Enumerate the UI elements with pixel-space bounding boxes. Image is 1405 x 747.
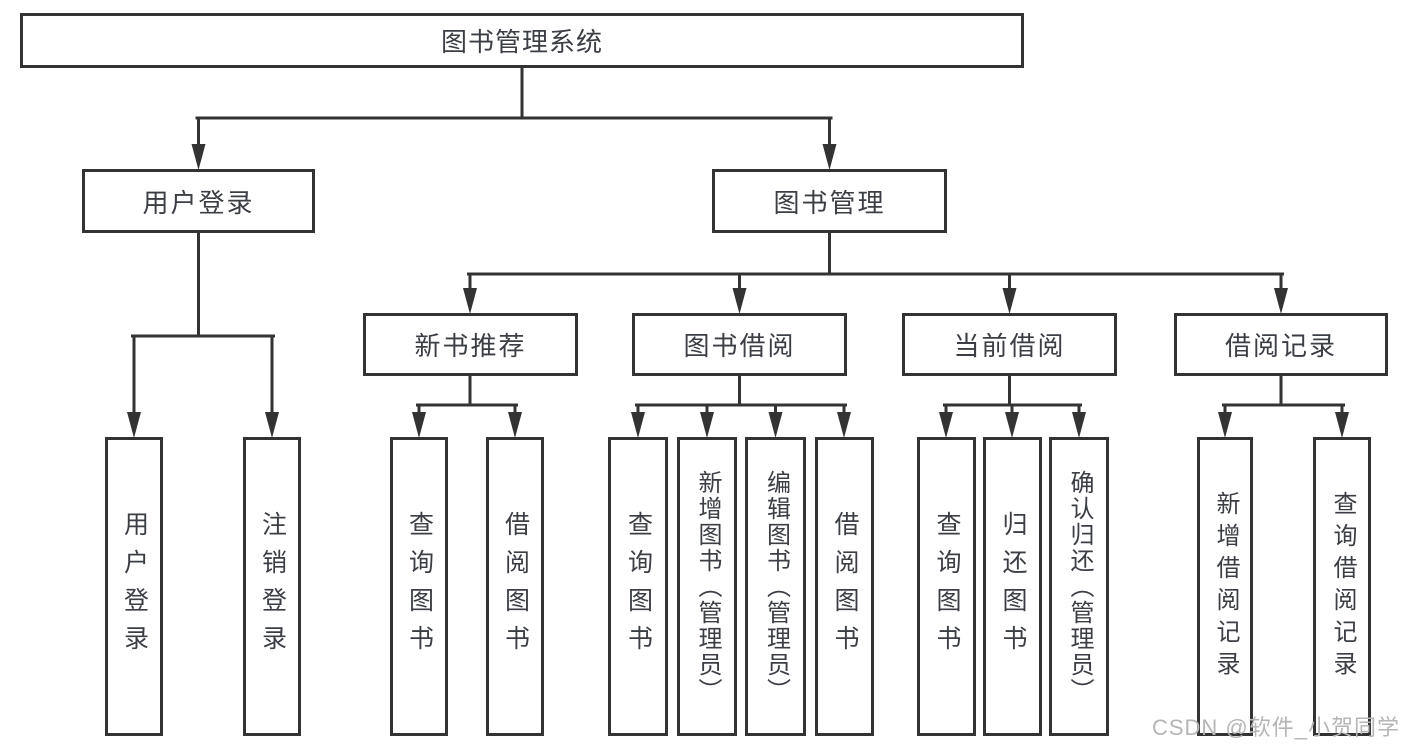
leaf-query-books-borrow: 查询图书 bbox=[608, 437, 668, 736]
leaf-add-borrow-record: 新增借阅记录 bbox=[1197, 437, 1253, 736]
node-book-borrowing: 图书借阅 bbox=[632, 313, 847, 376]
node-book-management: 图书管理 bbox=[712, 169, 947, 233]
node-new-book-recommend: 新书推荐 bbox=[363, 313, 578, 376]
node-library-management-system: 图书管理系统 bbox=[20, 13, 1024, 68]
node-borrowing-records: 借阅记录 bbox=[1174, 313, 1388, 376]
leaf-query-books-current: 查询图书 bbox=[917, 437, 976, 736]
leaf-logout: 注销登录 bbox=[243, 437, 301, 736]
leaf-borrow-books-recommend: 借阅图书 bbox=[486, 437, 544, 736]
leaf-add-book-admin: 新增图书（管理员） bbox=[677, 437, 737, 736]
leaf-borrow-books: 借阅图书 bbox=[815, 437, 874, 736]
leaf-user-login: 用户登录 bbox=[105, 437, 163, 736]
arrowhead-icons bbox=[127, 144, 1349, 438]
csdn-watermark: CSDN @软件_小贺同学 bbox=[1151, 715, 1400, 740]
leaf-query-borrow-record: 查询借阅记录 bbox=[1313, 437, 1371, 736]
node-user-login: 用户登录 bbox=[82, 169, 315, 233]
leaf-query-books-recommend: 查询图书 bbox=[390, 437, 448, 736]
leaf-edit-book-admin: 编辑图书（管理员） bbox=[745, 437, 806, 736]
leaf-confirm-return-admin: 确认归还（管理员） bbox=[1049, 437, 1109, 736]
node-current-borrowing: 当前借阅 bbox=[902, 313, 1117, 376]
leaf-return-book: 归还图书 bbox=[983, 437, 1042, 736]
